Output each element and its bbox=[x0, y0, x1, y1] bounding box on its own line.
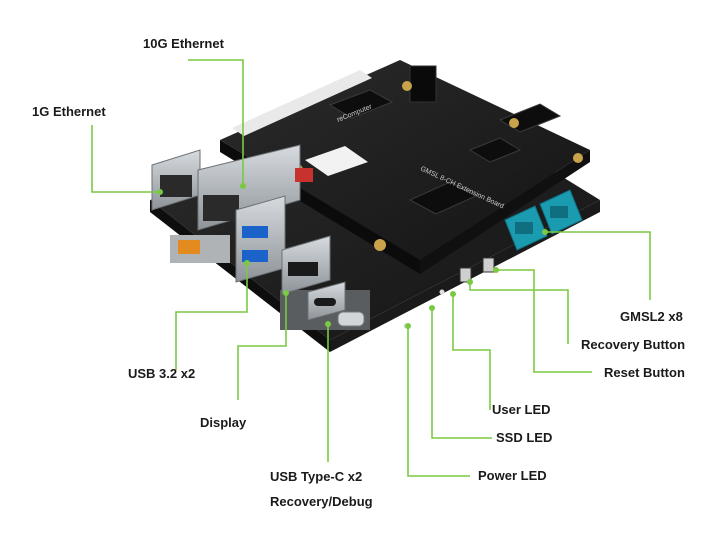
io-ports bbox=[151, 144, 365, 327]
callout-line-reset bbox=[496, 269, 592, 373]
recovery-button-part bbox=[459, 267, 472, 283]
label-10g-ethernet: 10G Ethernet bbox=[143, 36, 224, 51]
label-display: Display bbox=[200, 415, 247, 430]
callout-line-10g bbox=[188, 59, 244, 186]
orange-connector bbox=[178, 240, 200, 254]
callout-line-1g bbox=[91, 125, 160, 193]
callout-line-recovery bbox=[469, 282, 569, 344]
callout-dot bbox=[450, 291, 456, 297]
callout-dot bbox=[325, 321, 331, 327]
callout-line-user-led bbox=[452, 294, 491, 410]
label-gmsl2: GMSL2 x8 bbox=[620, 309, 683, 324]
callout-line-usb32 bbox=[175, 263, 248, 370]
callout-line-display bbox=[237, 293, 287, 400]
label-power-led: Power LED bbox=[478, 468, 547, 483]
gmsl2-connectors bbox=[504, 189, 583, 251]
callout-line-power-led bbox=[407, 326, 470, 477]
label-recovery-button: Recovery Button bbox=[581, 337, 686, 352]
callout-dot bbox=[542, 229, 548, 235]
label-user-led: User LED bbox=[492, 402, 551, 417]
callout-line-gmsl2 bbox=[545, 231, 651, 300]
callout-dot bbox=[405, 323, 411, 329]
reset-button-part bbox=[482, 257, 495, 273]
label-usb32: USB 3.2 x2 bbox=[128, 366, 196, 381]
callout-dot bbox=[493, 267, 499, 273]
qr-sticker bbox=[305, 146, 368, 176]
callout-dot bbox=[240, 183, 246, 189]
header-connector bbox=[232, 70, 372, 136]
callout-dot bbox=[157, 189, 163, 195]
label-ssd-led: SSD LED bbox=[496, 430, 553, 445]
label-usbc-line2: Recovery/Debug bbox=[270, 494, 373, 509]
callout-dot bbox=[429, 305, 435, 311]
label-reset-button: Reset Button bbox=[604, 365, 685, 380]
callout-dot bbox=[467, 279, 473, 285]
black-connector bbox=[409, 65, 437, 103]
callout-dots bbox=[157, 183, 548, 329]
callout-dot bbox=[244, 260, 250, 266]
callout-line-ssd-led bbox=[431, 308, 492, 439]
label-1g-ethernet: 1G Ethernet bbox=[32, 104, 106, 119]
callout-dot bbox=[283, 290, 289, 296]
callout-lines bbox=[91, 59, 651, 477]
label-usbc-line1: USB Type-C x2 bbox=[270, 469, 363, 484]
